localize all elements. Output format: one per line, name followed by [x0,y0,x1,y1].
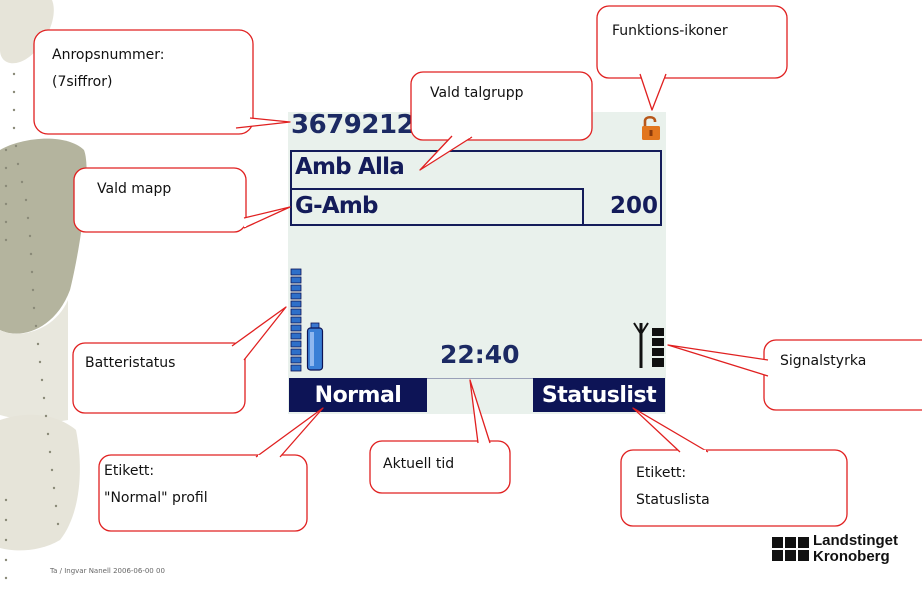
pointer-etikett-statuslista [632,407,709,453]
pointer-vald-mapp [243,206,291,229]
selected-talk-group: Amb Alla [295,154,405,180]
callout-vald-talgrupp-box [410,71,593,141]
callout-etikett-normal-box [98,454,308,532]
pointer-anropsnummer [235,117,291,129]
callout-etikett-normal-subtitle: "Normal" profil [104,489,208,506]
callout-aktuell-tid: Aktuell tid [383,456,455,472]
background-decoration [0,0,87,580]
callout-batteristatus: Batteristatus [85,355,176,371]
callout-etikett-statuslista-box [620,449,848,527]
current-time: 22:40 [440,340,520,369]
logo-line-1: Landstinget [813,532,898,549]
radio-display [288,112,666,414]
softkey-middle-area [427,378,533,412]
selected-folder: G-Amb [295,193,378,219]
callout-etikett-statuslista-subtitle: Statuslista [636,491,710,508]
callout-batteristatus-box [72,342,246,414]
callout-etikett-statuslista-title: Etikett: [636,465,687,481]
callout-anropsnummer-subtitle: (7siffror) [52,73,113,90]
pointer-vald-talgrupp [419,135,473,171]
callout-funktions-ikoner: Funktions-ikoner [612,23,728,39]
battery-level-bar [290,268,302,372]
pointer-batteristatus [231,306,287,361]
callout-funktions-ikoner-box [596,5,788,79]
pointer-aktuell-tid [469,379,491,444]
landstinget-logo-icon [772,537,809,561]
pointer-funktions-ikoner [639,73,667,111]
pointer-signalstyrka [667,344,769,377]
callout-vald-mapp: Vald mapp [97,181,172,197]
callout-signalstyrka: Signalstyrka [780,353,867,369]
call-number: 3679212 [291,110,415,140]
pointer-etikett-normal [255,407,324,458]
callout-anropsnummer-box [33,29,254,135]
callout-anropsnummer-title: Anropsnummer: [52,47,165,63]
logo-line-2: Kronoberg [813,547,890,565]
battery-icon [306,322,324,371]
logo-text: Landstinget Kronoberg [813,533,898,565]
callout-aktuell-tid-box [369,440,511,494]
callout-vald-talgrupp: Vald talgrupp [430,85,524,101]
antenna-signal-icon [633,322,664,368]
softkey-normal[interactable]: Normal [289,378,427,412]
callout-etikett-normal-title: Etikett: [104,463,155,479]
folder-number: 200 [609,193,658,219]
footer-text: Ta / Ingvar Nanell 2006-06-00 00 [50,567,165,575]
folder-frame [290,188,584,226]
unlocked-padlock-icon [642,115,660,140]
softkey-statuslist[interactable]: Statuslist [533,378,665,412]
callout-vald-mapp-box [73,167,247,233]
